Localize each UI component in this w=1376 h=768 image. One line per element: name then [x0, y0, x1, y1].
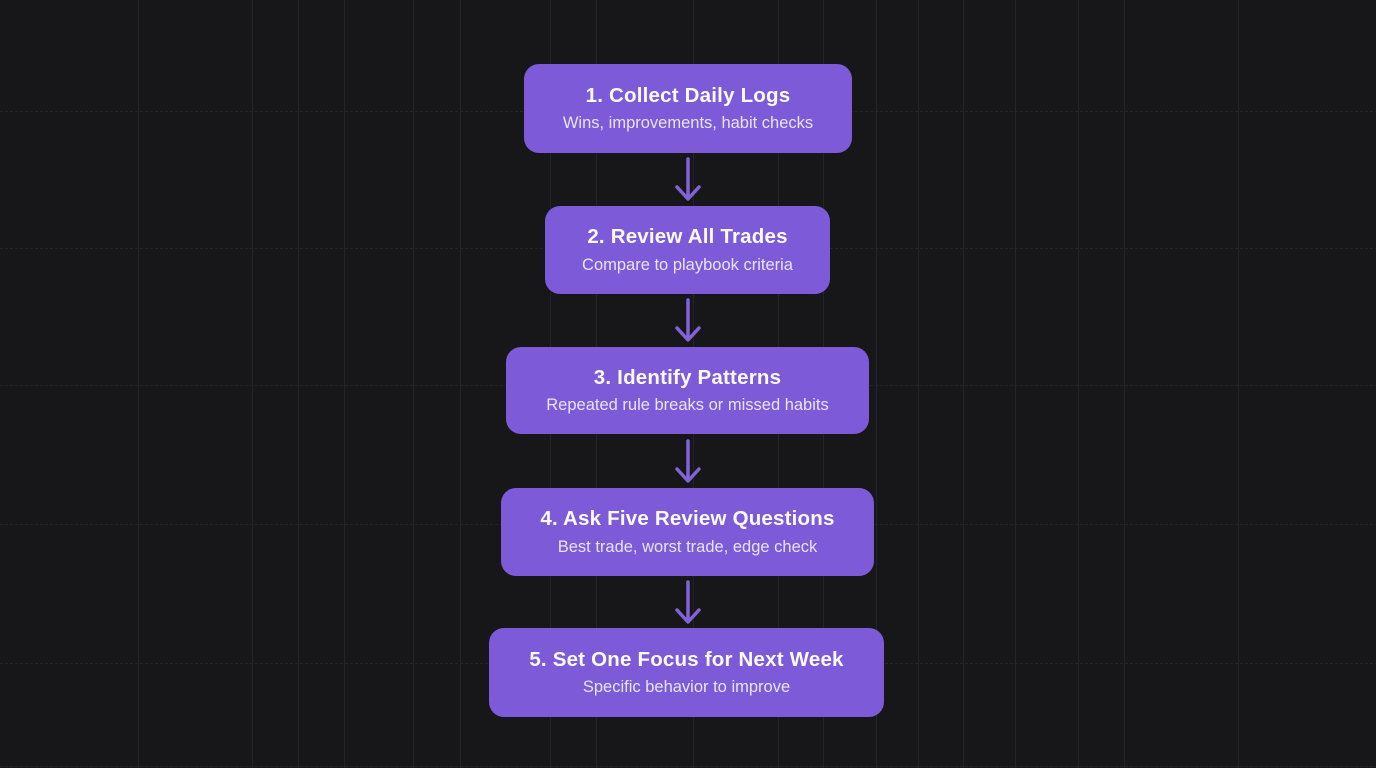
- grid-line-vertical: [1015, 0, 1016, 768]
- grid-line-vertical: [413, 0, 414, 768]
- node-subtitle: Repeated rule breaks or missed habits: [546, 396, 829, 415]
- flow-node-ask-five-review-questions: 4. Ask Five Review Questions Best trade,…: [501, 488, 874, 576]
- grid-line-vertical: [460, 0, 461, 768]
- node-title: 4. Ask Five Review Questions: [540, 507, 835, 531]
- node-subtitle: Specific behavior to improve: [582, 678, 791, 697]
- grid-line-vertical: [963, 0, 964, 768]
- grid-line-vertical: [918, 0, 919, 768]
- grid-line-horizontal: [0, 766, 1376, 767]
- flow-node-collect-daily-logs: 1. Collect Daily Logs Wins, improvements…: [524, 64, 852, 153]
- grid-line-vertical: [252, 0, 253, 768]
- node-title: 5. Set One Focus for Next Week: [529, 647, 844, 671]
- arrow-down-icon: [675, 298, 701, 342]
- arrow-down-icon: [675, 439, 701, 483]
- flow-node-identify-patterns: 3. Identify Patterns Repeated rule break…: [506, 347, 869, 434]
- arrow-down-icon: [675, 157, 701, 201]
- grid-line-vertical: [1124, 0, 1125, 768]
- node-subtitle: Best trade, worst trade, edge check: [557, 537, 818, 556]
- node-title: 3. Identify Patterns: [593, 365, 782, 389]
- node-title: 1. Collect Daily Logs: [585, 83, 791, 107]
- node-title: 2. Review All Trades: [587, 225, 788, 249]
- node-subtitle: Compare to playbook criteria: [582, 255, 793, 274]
- flow-node-review-all-trades: 2. Review All Trades Compare to playbook…: [545, 206, 830, 294]
- grid-line-vertical: [344, 0, 345, 768]
- grid-line-vertical: [1238, 0, 1239, 768]
- grid-line-vertical: [298, 0, 299, 768]
- grid-line-vertical: [1078, 0, 1079, 768]
- node-subtitle: Wins, improvements, habit checks: [562, 114, 814, 133]
- grid-line-vertical: [138, 0, 139, 768]
- arrow-down-icon: [675, 580, 701, 624]
- flow-node-set-one-focus-next-week: 5. Set One Focus for Next Week Specific …: [489, 628, 884, 717]
